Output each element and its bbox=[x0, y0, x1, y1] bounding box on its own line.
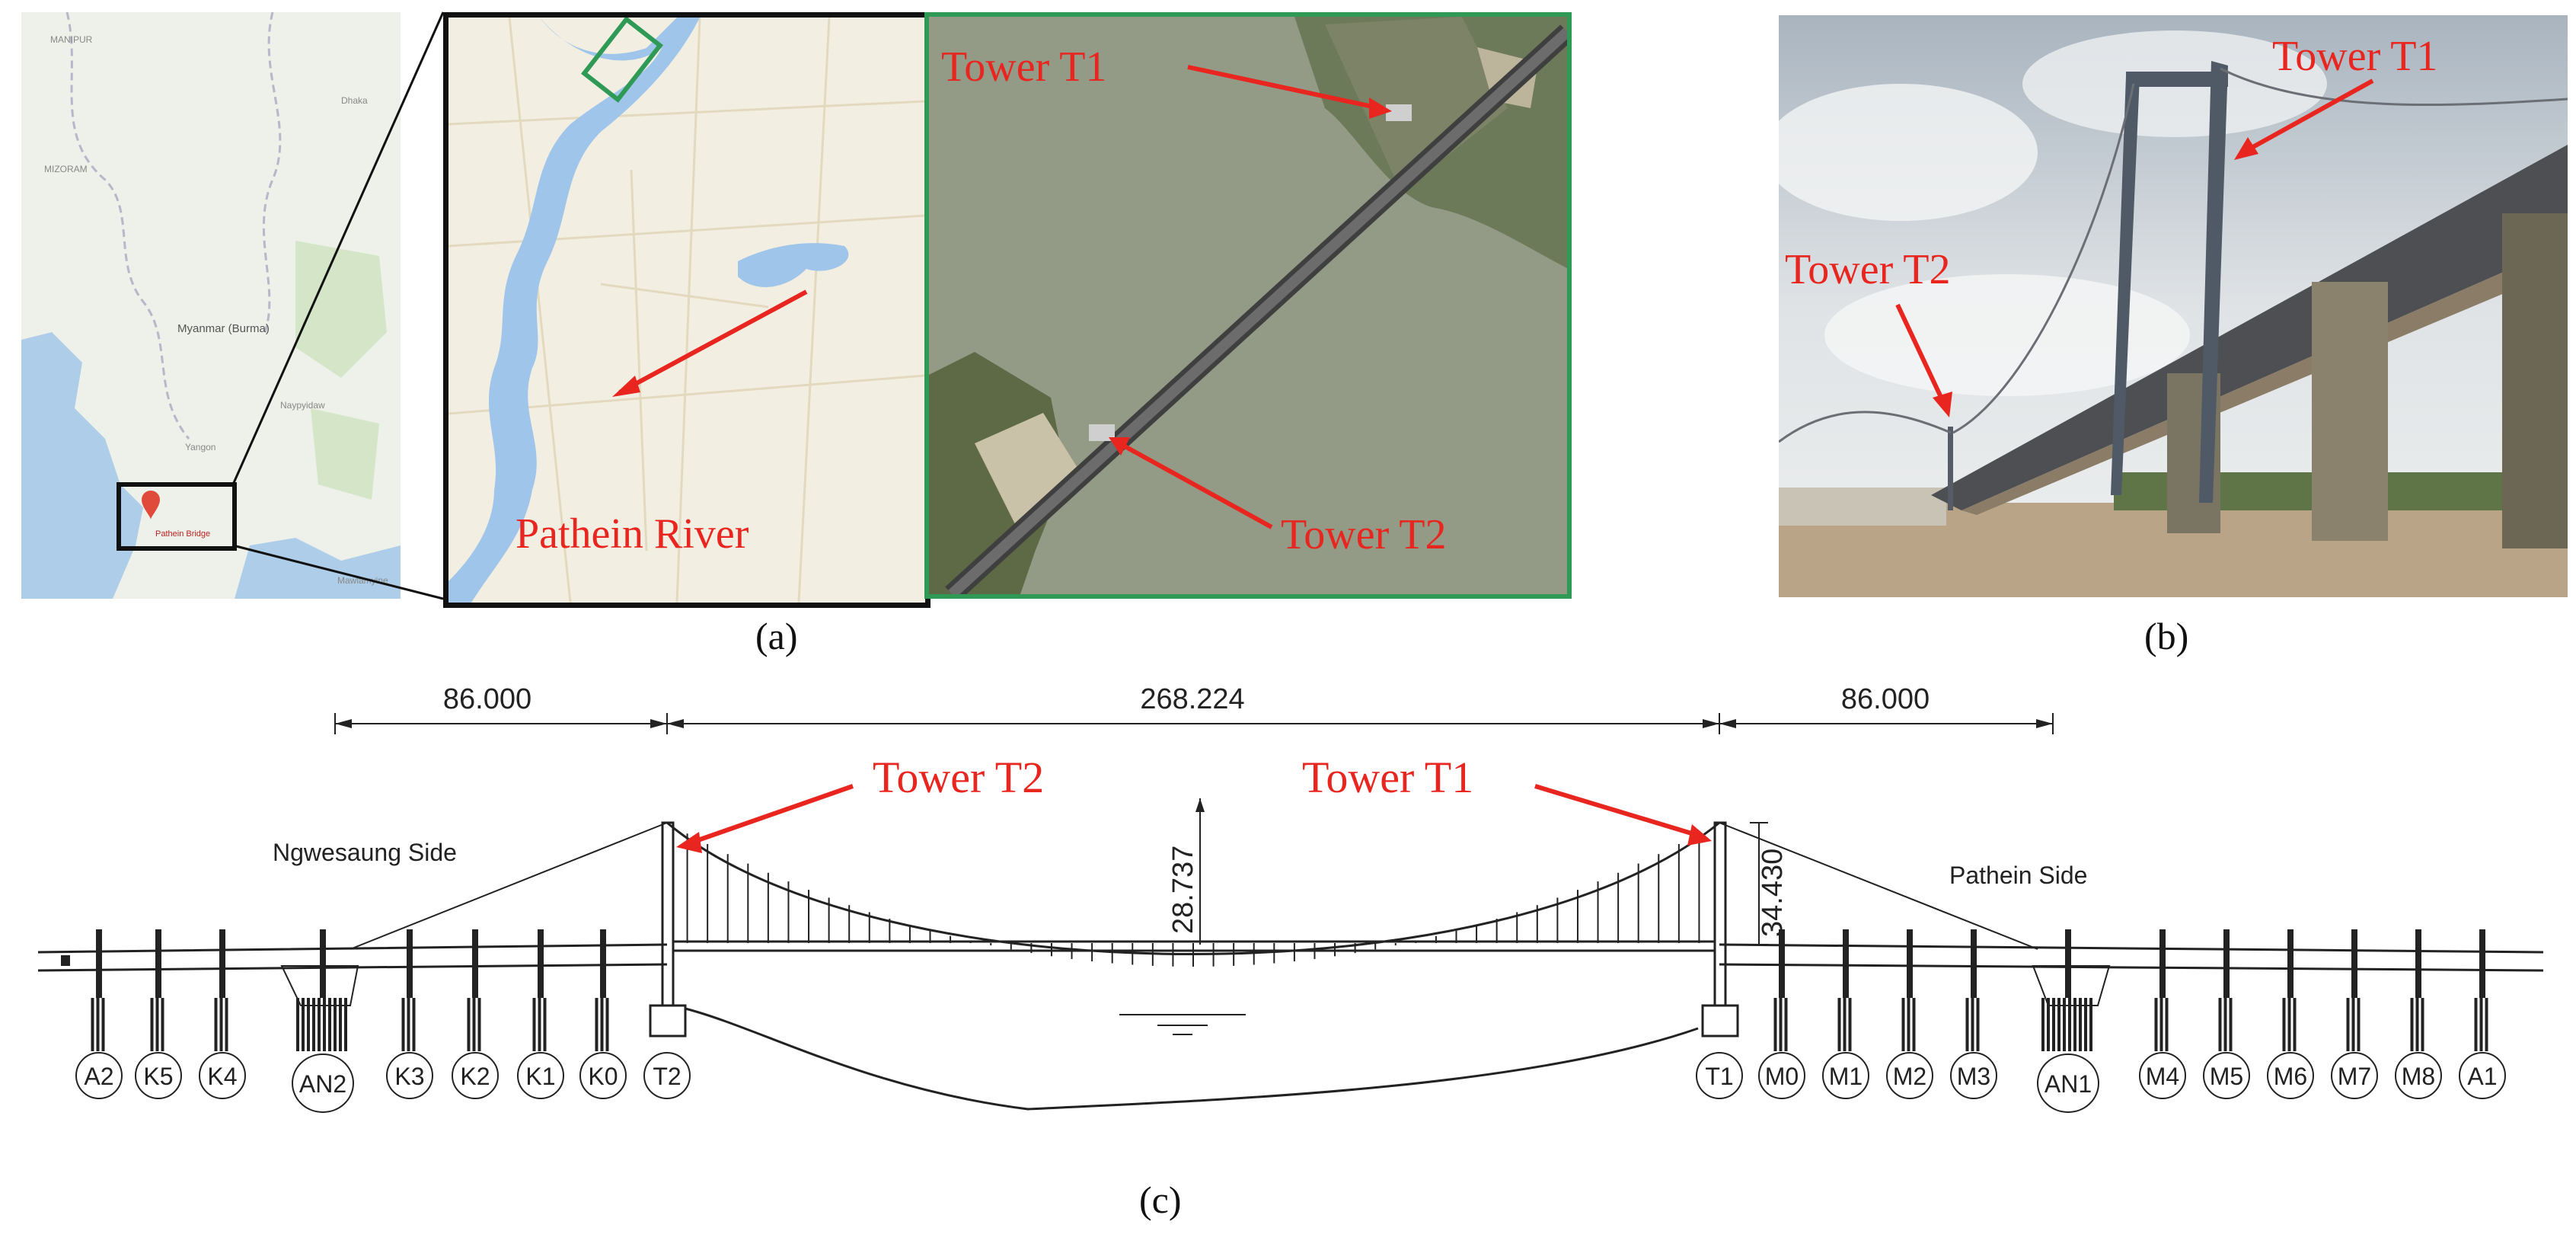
dimension-line bbox=[334, 713, 2054, 734]
bridge-deck bbox=[945, 24, 1567, 594]
pier-m8: M8 bbox=[2395, 929, 2442, 1099]
tower-t2-photo bbox=[1948, 427, 1953, 510]
location-pin-icon bbox=[142, 491, 160, 520]
map-label-2: MIZORAM bbox=[44, 164, 88, 174]
map-label-3: Naypyidaw bbox=[280, 400, 325, 411]
map-label-4: Yangon bbox=[185, 442, 215, 452]
pier-label: A1 bbox=[2467, 1063, 2497, 1090]
map-label-5: Mawlamyine bbox=[337, 575, 388, 586]
pier-an2: AN2 bbox=[292, 929, 354, 1113]
photo-tower1-label: Tower T1 bbox=[2272, 33, 2437, 80]
caption-c: (c) bbox=[1139, 1178, 1182, 1221]
pier-m7: M7 bbox=[2331, 929, 2378, 1099]
pier-m1: M1 bbox=[1822, 929, 1869, 1099]
pier-label: AN2 bbox=[299, 1070, 346, 1098]
map-label-1: MANIPUR bbox=[50, 34, 93, 45]
pier-an1: AN1 bbox=[2037, 929, 2099, 1113]
tower-t2-elevation bbox=[661, 821, 675, 1007]
pier-label: M1 bbox=[1829, 1063, 1863, 1090]
bridge-photo: Tower T1 Tower T2 bbox=[1779, 15, 2568, 597]
tower-t1-marker bbox=[1386, 104, 1412, 121]
pier-label: M3 bbox=[1957, 1063, 1990, 1090]
sag-label: 28.737 bbox=[1167, 846, 1199, 934]
pier-k3: K3 bbox=[386, 929, 433, 1099]
pier-t2: T2 bbox=[643, 1052, 691, 1099]
pier-k2: K2 bbox=[452, 929, 499, 1099]
piers: A2 K5 K4 AN2 K3 K2 K1 K0 T2 T1 M0 M1 M2 M3 AN1 M4 M5 M6 M7… bbox=[75, 929, 2506, 1113]
span-main-label: 268.224 bbox=[1140, 683, 1244, 715]
aerial-tower2-label: Tower T2 bbox=[1281, 511, 1446, 558]
pier-label: K4 bbox=[207, 1063, 237, 1090]
tower-t1-arrow bbox=[1187, 65, 1381, 110]
pier-label: M2 bbox=[1893, 1063, 1926, 1090]
pin-label: Pathein Bridge bbox=[155, 529, 210, 539]
pier-label: K5 bbox=[143, 1063, 173, 1090]
pier-label: T1 bbox=[1705, 1063, 1733, 1090]
inset-box bbox=[117, 482, 237, 551]
pier-label: AN1 bbox=[2045, 1070, 2092, 1098]
map-label-myanmar: Myanmar (Burma) bbox=[177, 322, 270, 335]
pier-label: M7 bbox=[2338, 1063, 2371, 1090]
pier-label: T2 bbox=[653, 1063, 681, 1090]
pier-m2: M2 bbox=[1886, 929, 1933, 1099]
pier-label: A2 bbox=[84, 1063, 113, 1090]
pier-t1: T1 bbox=[1696, 1052, 1743, 1099]
pier-m5: M5 bbox=[2203, 929, 2250, 1099]
pier-a2: A2 bbox=[75, 929, 123, 1099]
map-label-6: Dhaka bbox=[341, 95, 368, 106]
pier-k5: K5 bbox=[135, 929, 182, 1099]
river-label: Pathein River bbox=[516, 510, 749, 558]
pier-label: M6 bbox=[2274, 1063, 2307, 1090]
tower-t2-arrow bbox=[1118, 441, 1273, 529]
aerial-inset-box bbox=[581, 18, 663, 103]
pier-label: K2 bbox=[460, 1063, 490, 1090]
tower-height-label: 34.430 bbox=[1757, 849, 1789, 937]
pier-label: M8 bbox=[2402, 1063, 2435, 1090]
river-shape bbox=[448, 18, 700, 603]
pier-label: M4 bbox=[2146, 1063, 2179, 1090]
elevation-tower2-label: Tower T2 bbox=[873, 753, 1044, 802]
bridge-deck-photo bbox=[1931, 145, 2568, 510]
overview-map: Myanmar (Burma) MANIPUR MIZORAM Naypyida… bbox=[21, 12, 401, 599]
span-right-label: 86.000 bbox=[1841, 683, 1930, 715]
side-left-label: Ngwesaung Side bbox=[273, 839, 457, 866]
pier-m0: M0 bbox=[1758, 929, 1805, 1099]
pier-label: M0 bbox=[1765, 1063, 1799, 1090]
side-right-label: Pathein Side bbox=[1949, 862, 2087, 889]
pier-m3: M3 bbox=[1950, 929, 1997, 1099]
pier-k4: K4 bbox=[199, 929, 246, 1099]
photo-tower2-label: Tower T2 bbox=[1785, 246, 1950, 293]
pier-label: K1 bbox=[525, 1063, 555, 1090]
pier-a1: A1 bbox=[2459, 929, 2506, 1099]
pier-m6: M6 bbox=[2267, 929, 2314, 1099]
pier-k1: K1 bbox=[517, 929, 564, 1099]
caption-a: (a) bbox=[755, 615, 798, 657]
approach-deck bbox=[37, 943, 2544, 972]
pier-label: K0 bbox=[588, 1063, 618, 1090]
riverbed-profile bbox=[685, 1007, 1699, 1111]
caption-b: (b) bbox=[2144, 615, 2189, 657]
stiffening-truss bbox=[672, 940, 1716, 952]
tower-t2-marker bbox=[1089, 424, 1115, 441]
elevation-tower1-label: Tower T1 bbox=[1302, 753, 1473, 802]
water-level-symbol bbox=[1119, 1014, 1246, 1035]
pier-label: K3 bbox=[394, 1063, 424, 1090]
detail-map: Pathein River bbox=[443, 12, 930, 608]
tower-t1-right-leg bbox=[2199, 61, 2228, 503]
bridge-elevation-drawing: 86.000 268.224 86.000 28.737 34.430 Towe… bbox=[37, 683, 2544, 1113]
pier-m4: M4 bbox=[2139, 929, 2186, 1099]
span-left-label: 86.000 bbox=[443, 683, 531, 715]
pier-k0: K0 bbox=[579, 929, 627, 1099]
tower-t1-left-leg bbox=[2111, 76, 2140, 495]
pier-label: M5 bbox=[2210, 1063, 2243, 1090]
river-arrow bbox=[618, 289, 808, 395]
tower-t1-elevation bbox=[1713, 821, 1727, 1007]
aerial-tower1-label: Tower T1 bbox=[941, 43, 1106, 91]
aerial-view: Tower T1 Tower T2 bbox=[924, 12, 1572, 599]
